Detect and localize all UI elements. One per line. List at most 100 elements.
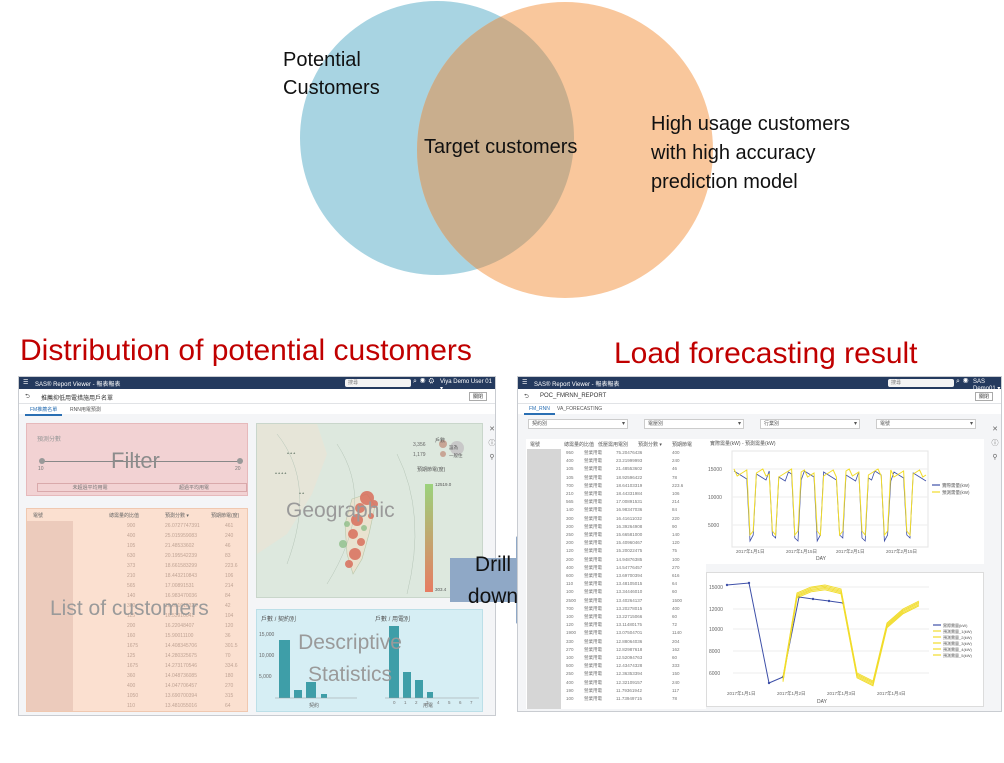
close-button[interactable]: 關閉 — [974, 392, 993, 401]
back-icon[interactable]: ⮌ — [25, 394, 30, 400]
menu-icon[interactable]: ☰ — [23, 380, 29, 386]
dropdown-meter[interactable]: 電號 — [876, 419, 976, 429]
dropdown-contract[interactable]: 契約別 — [528, 419, 628, 429]
info-icon[interactable]: ⓘ — [991, 440, 999, 447]
toolbar-icons[interactable]: ⌕◉ — [956, 378, 972, 385]
table-header-saving[interactable]: 預期節電 — [672, 442, 693, 448]
below-average-button[interactable]: 未超過平均用電 — [72, 485, 108, 491]
y-tick-label: 8000 — [709, 649, 720, 655]
list-header-id[interactable]: 電號 — [33, 513, 44, 519]
list-header-saving[interactable]: 預期節電(度) — [211, 513, 240, 519]
daily-chart-x-label: DAY — [816, 556, 826, 562]
close-panel-icon[interactable]: ✕ — [489, 426, 495, 433]
list-header-ratio[interactable]: 總需量的比值 — [109, 513, 140, 519]
table-cell: 13.07504701 — [616, 630, 643, 636]
tab-va-forecasting[interactable]: VA_FORECASTING — [557, 406, 603, 412]
report-tabs: FM_RNN VA_FORECASTING — [518, 404, 1001, 415]
load-forecasting-title: Load forecasting result — [614, 337, 918, 370]
stats-x-label-contract: 契約 — [309, 703, 320, 709]
close-panel-icon[interactable]: ✕ — [992, 426, 998, 433]
score-slider[interactable] — [41, 461, 241, 462]
table-cell: 72 — [672, 622, 678, 628]
above-average-button[interactable]: 超過平均用電 — [178, 485, 209, 491]
search-input[interactable]: 搜尋 — [888, 379, 954, 387]
back-icon[interactable]: ⮌ — [524, 394, 529, 400]
y-tick-label: 10000 — [709, 627, 723, 633]
list-cell: 110 — [127, 703, 135, 709]
toolbar-icons[interactable]: ⌕◉⚙ — [413, 378, 438, 385]
search-input[interactable]: 搜尋 — [345, 379, 411, 387]
tab-rnn[interactable]: RNN用電預測 — [70, 407, 101, 413]
slider-max-handle[interactable] — [237, 458, 243, 464]
info-icon[interactable]: ⓘ — [488, 440, 496, 447]
table-header-type[interactable]: 低壓需用電別 — [598, 442, 629, 448]
close-button[interactable]: 關閉 — [468, 392, 487, 401]
table-cell: 600 — [566, 573, 574, 578]
tab-fm-rnn[interactable]: FM_RNN — [524, 405, 555, 415]
dropdown-voltage[interactable]: 電壓別 — [644, 419, 744, 429]
dropdown-industry[interactable]: 行業別 — [760, 419, 860, 429]
list-header-score[interactable]: 預測分數 ▾ — [165, 513, 189, 519]
table-header-ratio[interactable]: 總需量的比值 — [564, 442, 595, 448]
filter-icon[interactable]: ⚲ — [992, 454, 998, 461]
slider-min-handle[interactable] — [39, 458, 45, 464]
table-cell: 營業用電 — [584, 564, 602, 570]
table-header-score[interactable]: 預測分數 ▾ — [638, 442, 662, 448]
tab-fm[interactable]: FM推薦名單 — [25, 405, 63, 416]
menu-icon[interactable]: ☰ — [522, 380, 528, 386]
filter-icon[interactable]: ⚲ — [489, 454, 495, 461]
table-header-id[interactable]: 電號 — [530, 442, 541, 448]
